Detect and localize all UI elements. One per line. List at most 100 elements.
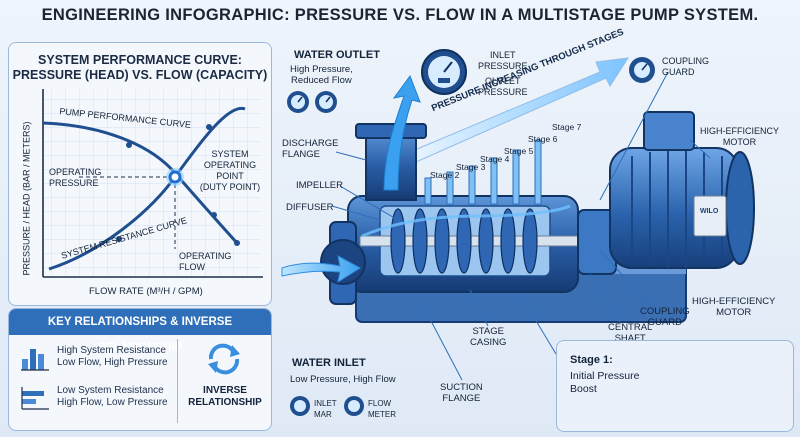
stage1-line2: Boost <box>570 383 597 395</box>
operating-point-line2: OPERATING POINT <box>203 160 257 181</box>
water-outlet-desc: High Pressure, Reduced Flow <box>290 64 353 86</box>
cycle-arrows-icon <box>208 343 240 375</box>
stage-pillars <box>424 139 542 205</box>
curve-marker <box>116 236 122 242</box>
stage-label-2: Stage 2 <box>430 170 460 180</box>
stage-label-6: Stage 6 <box>528 134 558 144</box>
inlet-bar-line1: INLET <box>314 399 337 408</box>
central-shaft-label: CENTRAL SHAFT <box>608 322 652 344</box>
coupling-guard-bottom-label: COUPLING GUARD <box>640 306 690 328</box>
small-gauge-2 <box>315 91 337 113</box>
inverse-line1: INVERSE <box>203 385 247 396</box>
operating-flow-label: OPERATING FLOW <box>179 251 231 273</box>
water-outlet-flow <box>383 74 421 191</box>
motor-bottom-line1: HIGH-EFFICIENCY <box>692 296 776 307</box>
inlet-bar-gauge <box>290 396 310 416</box>
discharge-line1: DISCHARGE <box>282 138 339 149</box>
low-resistance-icon <box>21 387 49 410</box>
coupling-bottom-line2: GUARD <box>647 317 682 328</box>
chart-grid <box>43 89 261 277</box>
coupling-bottom-line1: COUPLING <box>640 306 690 317</box>
flow-meter-line1: FLOW <box>368 399 392 408</box>
flow-meter-gauge <box>344 396 364 416</box>
impeller-label: IMPELLER <box>296 180 343 191</box>
stage-label-3: Stage 3 <box>456 162 486 172</box>
terminal-box <box>643 111 695 151</box>
performance-curve-panel: SYSTEM PERFORMANCE CURVE: PRESSURE (HEAD… <box>8 42 272 306</box>
stage-casing-label: STAGE CASING <box>470 326 506 348</box>
water-outlet-line2: Reduced Flow <box>291 75 352 86</box>
curve-marker <box>126 142 132 148</box>
curve-marker <box>211 212 217 218</box>
operating-point-line3: (DUTY POINT) <box>199 182 261 192</box>
inverse-line2: RELATIONSHIP <box>188 397 262 408</box>
outlet-pressure-line2: PRESSURE <box>478 87 528 97</box>
panel-title-line2: PRESSURE (HEAD) VS. FLOW (CAPACITY) <box>12 68 268 82</box>
suction-flange-label: SUCTION FLANGE <box>440 382 483 404</box>
stage-label-4: Stage 4 <box>480 154 510 164</box>
operating-pressure-label: OPERATING PRESSURE <box>49 167 101 189</box>
motor-top-line2: MOTOR <box>722 137 757 147</box>
inlet-pressure-line1: INLET <box>490 50 516 60</box>
operating-point-label: SYSTEM OPERATING POINT (DUTY POINT) <box>189 149 271 193</box>
motor-nameplate <box>693 195 727 237</box>
stage1-line1: Initial Pressure <box>570 370 640 382</box>
outlet-pressure-line1: OUTLET <box>485 76 521 86</box>
outlet-pressure-label: OUTLET PRESSURE <box>478 76 528 98</box>
performance-chart <box>42 89 263 278</box>
discharge-line2: FLANGE <box>282 149 321 160</box>
stage-casing-line2: CASING <box>470 337 507 348</box>
water-inlet-title: WATER INLET <box>292 357 366 369</box>
coupling-top-line1: COUPLING <box>662 56 710 66</box>
inlet-pressure-line2: PRESSURE <box>478 61 528 71</box>
row1-line1: High System Resistance <box>57 345 166 356</box>
row2-line2: High Flow, Low Pressure <box>57 397 168 408</box>
water-inlet-flow <box>281 255 361 284</box>
duty-point <box>168 170 182 184</box>
inlet-bar-line2: MAR <box>314 410 332 419</box>
operating-pressure-line1: OPERATING <box>49 167 102 177</box>
operating-pressure-line2: PRESSURE <box>49 178 99 188</box>
leader-lines <box>331 71 711 381</box>
inverse-relationship-label: INVERSE RELATIONSHIP <box>185 385 265 409</box>
panel-title-line1: SYSTEM PERFORMANCE CURVE: <box>38 53 242 67</box>
coupling-top-line2: GUARD <box>662 67 695 77</box>
stage-casing-line1: STAGE <box>472 326 504 337</box>
stage-label-7: Stage 7 <box>552 122 582 132</box>
motor-top-label: HIGH-EFFICIENCY MOTOR <box>700 126 779 148</box>
stage-label-5: Stage 5 <box>504 146 534 156</box>
suction-line2: FLANGE <box>442 393 481 404</box>
page-title: ENGINEERING INFOGRAPHIC: PRESSURE VS. FL… <box>41 6 759 24</box>
relationship-row-2: Low System Resistance High Flow, Low Pre… <box>57 385 168 409</box>
curve-marker <box>206 124 212 130</box>
operating-flow-line1: OPERATING <box>179 251 232 261</box>
water-outlet-line1: High Pressure, <box>290 64 353 75</box>
stage1-title: Stage 1: <box>570 354 613 366</box>
operating-point-line1: SYSTEM <box>211 149 249 159</box>
key-panel-title: KEY RELATIONSHIPS & INVERSE RELATIONSHIP <box>9 309 271 354</box>
high-resistance-icon <box>21 349 49 371</box>
flow-meter-line2: METER <box>368 410 396 419</box>
suction-line1: SUCTION <box>440 382 483 393</box>
curve-marker <box>234 240 240 246</box>
operating-flow-line2: FLOW <box>179 262 205 272</box>
small-gauge-1 <box>287 91 309 113</box>
discharge-flange-label: DISCHARGE FLANGE <box>282 138 338 160</box>
flow-meter-label: FLOW METER <box>368 398 396 420</box>
key-relationships-panel: KEY RELATIONSHIPS & INVERSE RELATIONSHIP… <box>8 308 272 431</box>
inlet-bar-label: INLET MAR <box>314 398 337 420</box>
pressure-increase-arrow <box>409 57 629 163</box>
motor-top-line1: HIGH-EFFICIENCY <box>700 126 780 136</box>
motor-end-cap <box>725 151 755 265</box>
internal-flow <box>361 204 571 238</box>
inlet-pressure-label: INLET PRESSURE <box>478 50 528 72</box>
central-shaft-line1: CENTRAL <box>608 322 653 333</box>
inlet-pressure-gauge <box>421 49 467 95</box>
central-shaft-line2: SHAFT <box>614 333 646 344</box>
water-outlet-title: WATER OUTLET <box>294 49 380 61</box>
motor-nameplate-text: WILO <box>700 208 719 215</box>
motor-bottom-label: HIGH-EFFICIENCY MOTOR <box>692 296 775 318</box>
relationship-row-1: High System Resistance Low Flow, High Pr… <box>57 345 168 369</box>
